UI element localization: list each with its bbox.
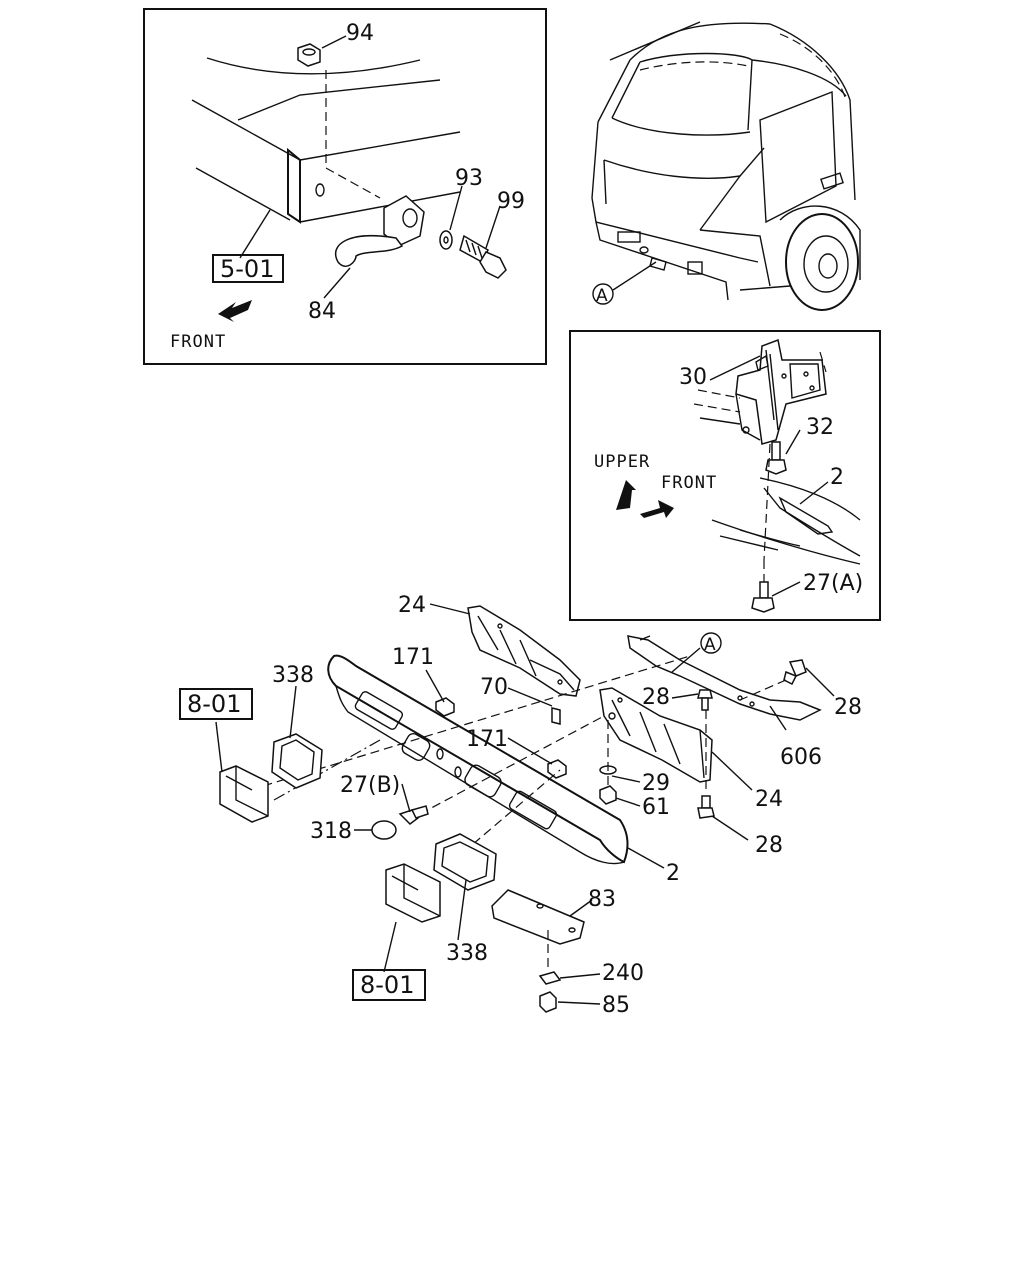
lamp-bottom: [385, 863, 441, 923]
ref-box-8-01-top: [179, 688, 253, 720]
bracket-24-upper: [467, 605, 581, 697]
callout-28-c: 28: [755, 833, 783, 858]
tow-hook-84: [335, 195, 425, 267]
inset-tow-hook-frame: [143, 8, 547, 365]
callout-606: 606: [780, 745, 822, 770]
marker-a-frame: A: [704, 635, 716, 655]
bolt-27b: [398, 805, 429, 825]
gasket-338-bottom: [433, 833, 497, 891]
truck-cab-drawing: A: [591, 21, 861, 311]
callout-24-lower: 24: [755, 787, 783, 812]
callout-94: 94: [346, 21, 374, 46]
callout-85: 85: [602, 993, 630, 1018]
bumper-2: [327, 654, 629, 865]
nut-94: [297, 43, 321, 67]
upper-arrow-icon: [616, 480, 636, 510]
cap-318: [371, 820, 397, 840]
gasket-338-left: [271, 733, 323, 789]
bumper-section-2: [711, 477, 861, 565]
callout-338-left: 338: [272, 663, 314, 688]
inset-bracket: 30 32 2 27(A) UPPER FRONT: [569, 330, 881, 621]
callout-24-upper: 24: [398, 593, 426, 618]
ref-8-01-bottom: 8-01: [360, 971, 414, 999]
main-exploded-view: A: [179, 593, 862, 1018]
callout-29: 29: [642, 771, 670, 796]
bracket-30: [693, 338, 827, 445]
callout-171-b: 171: [466, 727, 508, 752]
ref-box-8-01-bottom: [352, 969, 426, 1001]
callout-99: 99: [497, 189, 525, 214]
inset-bracket-frame: [569, 330, 881, 621]
bolt-28-middle: [697, 689, 713, 711]
bolt-28-lower: [697, 795, 715, 819]
plate-83: [491, 889, 585, 945]
bracket-24-lower: [599, 687, 713, 783]
ref-8-01-top: 8-01: [187, 690, 241, 718]
washer-240: [538, 971, 562, 985]
callout-28-a: 28: [642, 685, 670, 710]
bolt-32: [765, 441, 787, 475]
callout-171-a: 171: [392, 645, 434, 670]
callout-32: 32: [806, 415, 834, 440]
label-front-inset2: FRONT: [661, 473, 717, 493]
callout-30: 30: [679, 365, 707, 390]
callout-2-main: 2: [666, 861, 680, 886]
callout-318: 318: [310, 819, 352, 844]
bolt-28-right: [783, 659, 807, 686]
front-arrow-icon: [218, 300, 252, 322]
callout-84: 84: [308, 299, 336, 324]
frame-rail-drawing: [191, 57, 461, 224]
callout-70: 70: [480, 675, 508, 700]
nut-61: [599, 785, 617, 805]
marker-a-frame-circle: [700, 632, 722, 654]
label-upper: UPPER: [594, 452, 650, 472]
callout-61: 61: [642, 795, 670, 820]
bolt-99: [459, 234, 507, 279]
label-front-inset1: FRONT: [170, 332, 226, 352]
nut-171-b: [547, 759, 567, 779]
clip-70: [551, 707, 561, 725]
ref-box-5-01: [212, 254, 284, 283]
ref-5-01: 5-01: [220, 255, 274, 283]
marker-a-cab-circle: [592, 283, 614, 305]
inset-tow-hook: 94 93 99 84 5-01 FRONT: [143, 8, 547, 365]
marker-a-cab: A: [596, 286, 608, 306]
washer-93: [439, 230, 453, 250]
callout-83: 83: [588, 887, 616, 912]
front-right-arrow-icon: [640, 500, 674, 518]
callout-338-bottom: 338: [446, 941, 488, 966]
callout-93: 93: [455, 166, 483, 191]
callout-27b: 27(B): [340, 773, 400, 798]
callout-240: 240: [602, 961, 644, 986]
callout-2-inset: 2: [830, 465, 844, 490]
lamp-left: [219, 765, 269, 823]
callout-27a: 27(A): [803, 571, 863, 596]
callout-28-b: 28: [834, 695, 862, 720]
nut-85: [539, 991, 557, 1013]
bolt-27a: [751, 581, 775, 613]
nut-171-a: [435, 697, 455, 717]
